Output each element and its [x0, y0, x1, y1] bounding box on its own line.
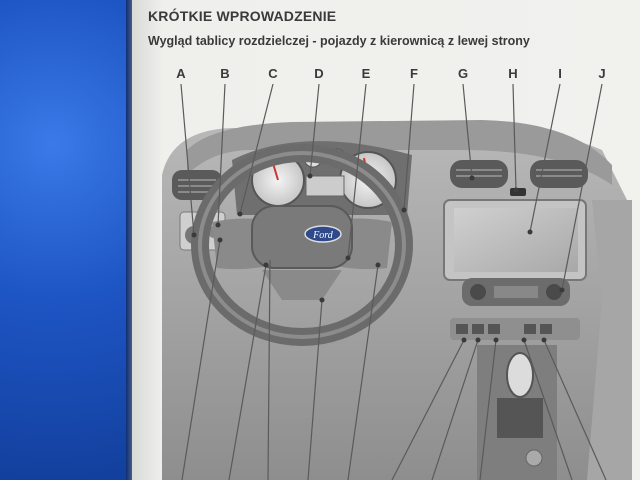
- center-vent-left: [450, 160, 508, 188]
- gear-shifter: [477, 345, 557, 480]
- center-display: [444, 200, 586, 280]
- center-vent-right: [530, 160, 588, 188]
- dashboard-illustration: Ford: [132, 0, 640, 480]
- ford-logo-text: Ford: [312, 230, 334, 241]
- audio-controls: [462, 278, 570, 306]
- binder-cover: [0, 0, 132, 480]
- climate-controls: [450, 318, 580, 340]
